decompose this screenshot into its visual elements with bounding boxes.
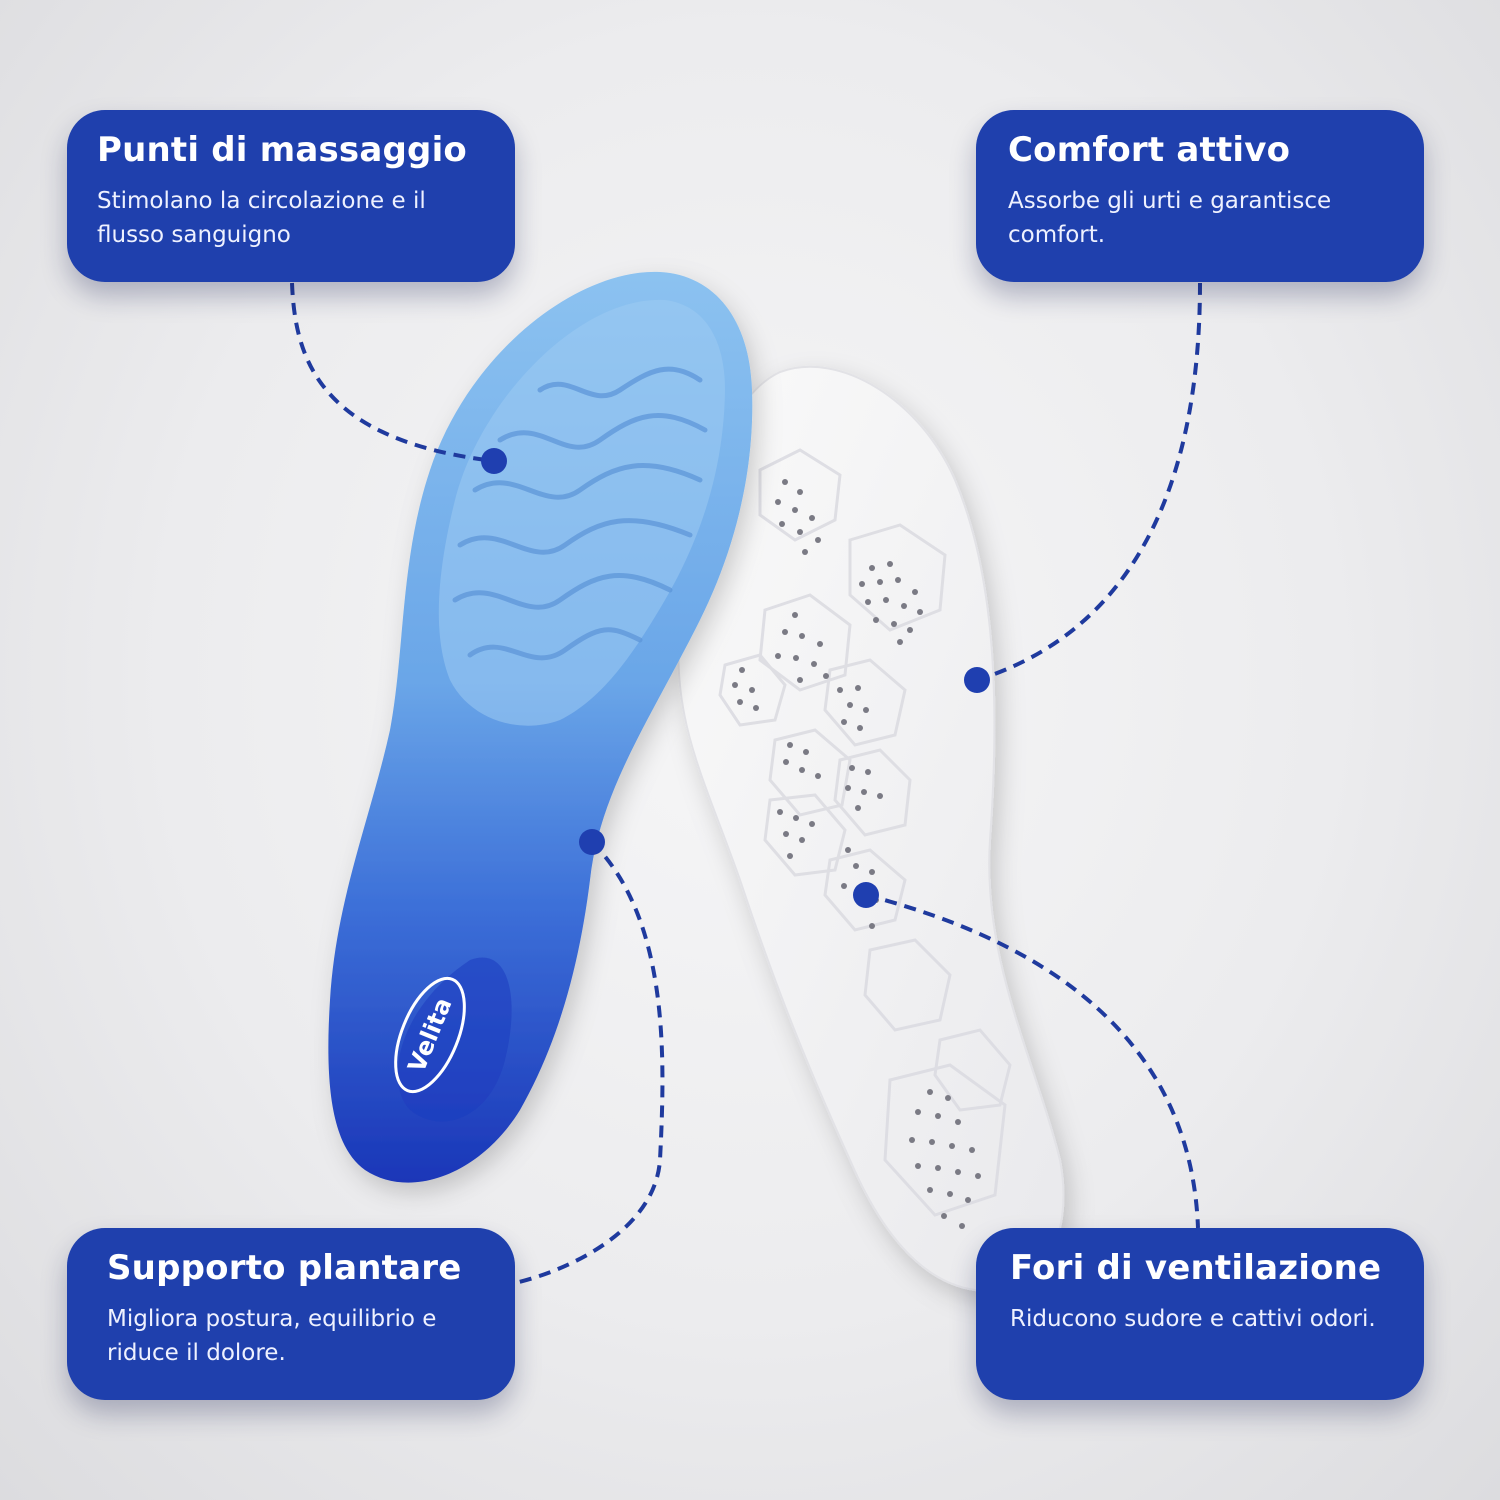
callout-comfort: Comfort attivo Assorbe gli urti e garant… <box>976 110 1424 282</box>
dot-ventilation <box>853 882 879 908</box>
connector-support <box>514 840 665 1285</box>
connector-massage <box>290 282 495 463</box>
dot-comfort <box>964 667 990 693</box>
connector-comfort <box>976 282 1202 682</box>
massage-waves <box>452 366 708 661</box>
callout-massage-title: Punti di massaggio <box>97 130 467 170</box>
callout-ventilation-text: Riducono sudore e cattivi odori. <box>1010 1306 1376 1332</box>
callout-comfort-title: Comfort attivo <box>1008 130 1291 170</box>
cushion-pattern <box>718 448 1012 1217</box>
connectors <box>290 282 1202 1285</box>
callout-massage-text: Stimolano la circolazione e il flusso sa… <box>97 188 426 248</box>
callout-comfort-text: Assorbe gli urti e garantisce comfort. <box>1008 188 1332 248</box>
dot-massage <box>481 448 507 474</box>
callout-support: Supporto plantare Migliora postura, equi… <box>67 1228 515 1400</box>
connector-dots <box>481 448 990 908</box>
callout-ventilation: Fori di ventilazione Riducono sudore e c… <box>976 1228 1424 1400</box>
callout-ventilation-title: Fori di ventilazione <box>1010 1248 1382 1288</box>
connector-ventilation <box>865 893 1200 1229</box>
callout-support-text: Migliora postura, equilibrio e riduce il… <box>107 1306 437 1366</box>
callout-support-title: Supporto plantare <box>107 1248 462 1288</box>
dot-support <box>579 829 605 855</box>
callout-massage: Punti di massaggio Stimolano la circolaz… <box>67 110 515 282</box>
blue-insole: Velita <box>328 271 753 1183</box>
white-insole <box>677 365 1065 1293</box>
